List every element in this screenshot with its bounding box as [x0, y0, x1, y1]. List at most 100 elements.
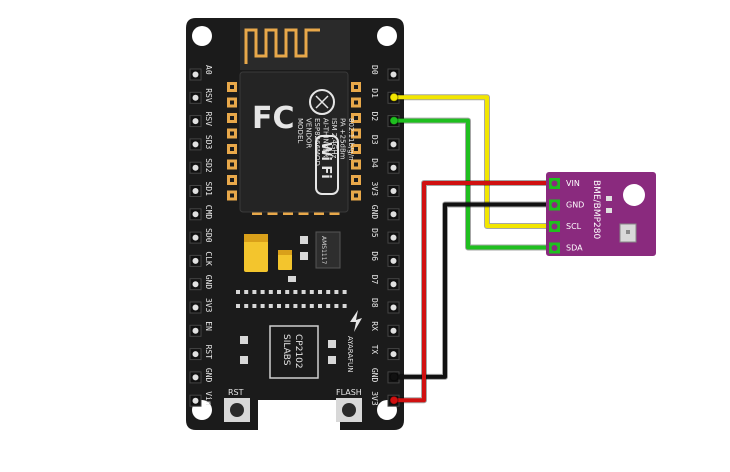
smd-pad [268, 290, 273, 294]
right-pin-label: D6 [370, 251, 379, 261]
fc-logo: FC [252, 101, 295, 136]
module-text-line: 802.11b/g/n [347, 118, 355, 161]
module-text-line: ISM 2.4GHz [330, 118, 338, 159]
smd-pad [285, 304, 290, 308]
bme280-sensor: BME/BMP280 VIN GND SCL SDA [546, 172, 656, 256]
smd-pad [244, 290, 249, 294]
sensor-smd [606, 208, 612, 213]
right-pin-label: RX [370, 321, 379, 331]
sensor-pin-label: SCL [566, 222, 582, 231]
right-pin-label: D7 [370, 275, 379, 285]
regulator-label: AMS1117 [320, 236, 327, 265]
left-pin-label: CMD [204, 205, 213, 220]
left-pin-label: EN [204, 321, 213, 331]
left-pin-label: CLK [204, 251, 213, 266]
wire-green-sda-end [389, 116, 399, 126]
tantalum-capacitor [244, 234, 268, 272]
wire-red-vin [392, 181, 558, 403]
smd-pad [301, 304, 306, 308]
usb-chip-line1: SILABS [281, 334, 291, 366]
module-text-line: MODEL [296, 118, 304, 143]
smd-pad [252, 290, 257, 294]
esp-logo-icon [309, 89, 335, 115]
sensor-pin-label: VIN [566, 179, 580, 188]
sensor-name: BME/BMP280 [591, 180, 601, 239]
left-pin-label: A0 [204, 65, 213, 75]
usb-uart-chip: SILABS CP2102 [240, 325, 336, 379]
brand-label: AYARAFUN [346, 336, 354, 373]
brand-logo-icon [350, 310, 362, 332]
esp-logo-mark [315, 95, 329, 109]
left-pin-label: SD2 [204, 158, 213, 173]
wire-yellow-scl-end [389, 92, 399, 102]
right-pin-label: D4 [370, 158, 379, 168]
left-pin-label: RSV [204, 88, 213, 103]
right-pin-label: 3V3 [370, 182, 379, 197]
right-pin-label: 3V3 [370, 391, 379, 406]
mount-hole [192, 26, 212, 46]
smd-pad [334, 304, 339, 308]
smd-pad [260, 290, 265, 294]
sensor-smd [606, 196, 612, 201]
flash-button[interactable] [336, 398, 362, 422]
smd-pad-row [236, 290, 347, 308]
wire-black-gnd-end [389, 372, 399, 382]
left-pin-label: SD3 [204, 135, 213, 150]
right-pin-label: D1 [370, 88, 379, 98]
smd-pad [293, 290, 298, 294]
right-pin-label: D2 [370, 112, 379, 122]
left-pin-label: SD0 [204, 228, 213, 243]
smd-pad [326, 290, 331, 294]
reset-button-label: RST [228, 388, 244, 397]
left-pin-label: RST [204, 345, 213, 360]
module-text-line: VENDOR [305, 118, 313, 148]
left-pin-header: A0RSVRSVSD3SD2SD1CMDSD0CLKGND3V3ENRSTGND… [189, 65, 213, 407]
smd-pad [285, 290, 290, 294]
flash-button-label: FLASH [336, 388, 362, 397]
left-pin-label: GND [204, 368, 213, 383]
smd-pad [309, 304, 314, 308]
power-components: AMS1117 [244, 231, 341, 282]
sensor-mount-hole [623, 184, 645, 206]
smd-pad [309, 290, 314, 294]
left-pin-label: RSV [204, 112, 213, 127]
smd-pad [318, 304, 322, 308]
smd-pad [236, 290, 240, 294]
smd-pad [277, 304, 281, 308]
usb-chip-line2: CP2102 [293, 334, 303, 369]
right-pin-label: D8 [370, 298, 379, 308]
voltage-regulator [315, 231, 341, 269]
right-pin-label: TX [370, 345, 379, 355]
sensor-pin-label: GND [566, 201, 584, 210]
left-pin-label: GND [204, 275, 213, 290]
smd-pad [326, 304, 331, 308]
wire-yellow-scl [392, 95, 558, 228]
smd-pad [293, 304, 298, 308]
left-pin-label: 3V3 [204, 298, 213, 313]
smd-pad [334, 290, 339, 294]
smd-pad [260, 304, 265, 308]
pcb-antenna [240, 20, 350, 70]
smd-pad [277, 290, 281, 294]
wire-black-gnd-outline [391, 201, 559, 380]
right-pin-label: GND [370, 205, 379, 220]
wire-red-vin-outline [391, 180, 559, 404]
smd-pad [342, 290, 347, 294]
right-pin-label: D0 [370, 65, 379, 75]
wire-red-vin-end [389, 395, 399, 405]
smd-pad [318, 290, 322, 294]
right-pin-label: D3 [370, 135, 379, 145]
wires [389, 92, 559, 405]
module-text-line: AI-THINKER [322, 118, 330, 158]
reset-button[interactable] [224, 398, 250, 422]
sensor-pin-label: SDA [566, 244, 583, 253]
left-pin-label: Vin [204, 391, 213, 406]
right-pin-label: GND [370, 368, 379, 383]
smd-pad [252, 304, 257, 308]
wire-black-gnd [392, 202, 558, 379]
smd-pad [236, 304, 240, 308]
